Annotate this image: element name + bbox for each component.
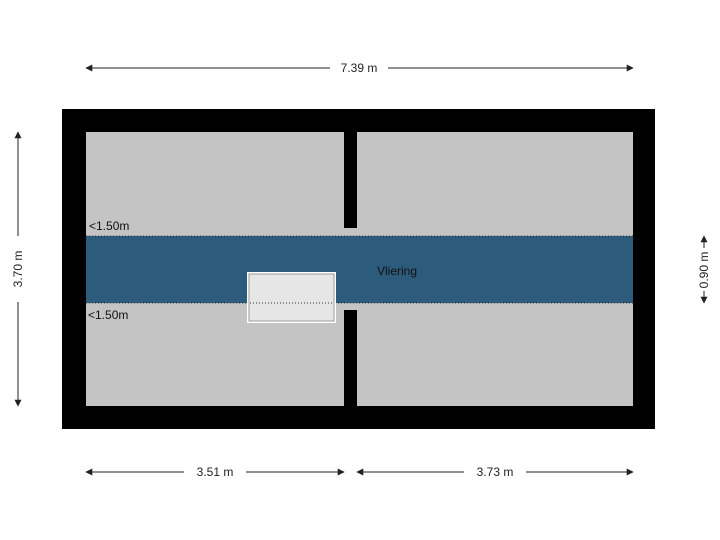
height-label-lower: <1.50m — [88, 308, 128, 322]
partition-wall-top — [344, 132, 357, 228]
dim-top-width: 7.39 m — [341, 61, 378, 75]
room-name: Vliering — [377, 264, 417, 278]
dim-bottom-right-width: 3.73 m — [477, 465, 514, 479]
skylight-frame — [248, 273, 335, 322]
partition-wall-bottom — [344, 310, 357, 406]
dim-bottom-left-width: 3.51 m — [197, 465, 234, 479]
height-label-upper: <1.50m — [89, 219, 129, 233]
dim-right-band-height: 0.90 m — [697, 252, 711, 289]
dim-left-height: 3.70 m — [11, 251, 25, 288]
room-band — [86, 236, 633, 303]
skylight — [247, 272, 336, 323]
